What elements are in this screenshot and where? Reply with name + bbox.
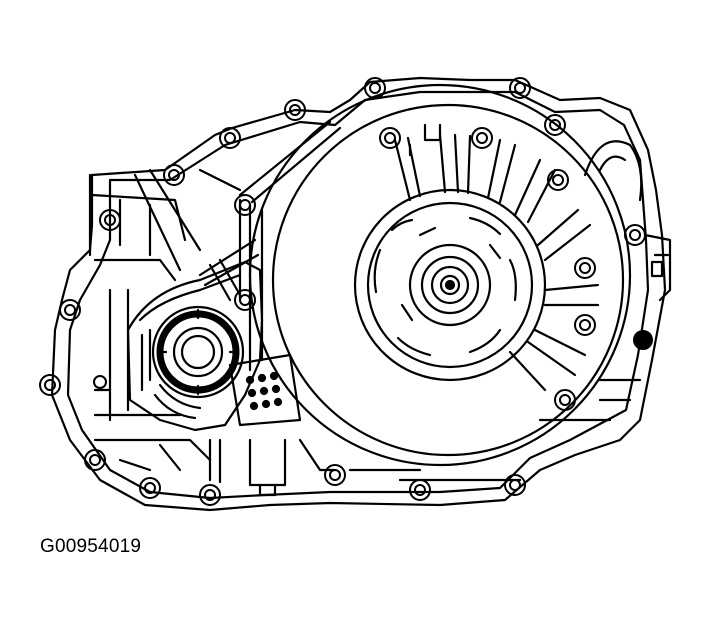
oil-pump-body	[126, 260, 264, 432]
bell-housing-outer	[248, 83, 632, 467]
case-inner-flange	[66, 90, 650, 500]
bolt-holes	[39, 77, 653, 506]
case-outer-outline	[50, 76, 667, 512]
input-shaft-seal-outer	[151, 305, 245, 399]
converter-disc	[353, 188, 547, 382]
figure-id-label: G00954019	[40, 536, 142, 557]
bell-housing-ring	[271, 103, 625, 457]
